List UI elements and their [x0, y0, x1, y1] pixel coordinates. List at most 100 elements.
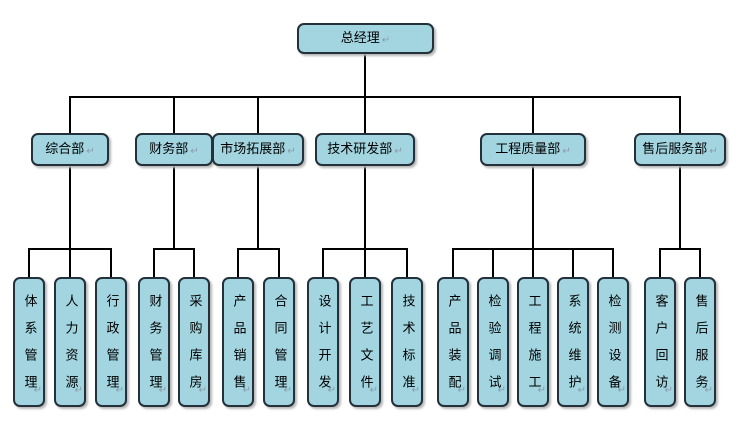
connector-line — [364, 166, 366, 250]
connector-line — [257, 166, 259, 250]
paragraph-mark-icon: ↵ — [86, 145, 95, 157]
connector-line — [322, 248, 324, 277]
connector-line — [153, 248, 195, 250]
connector-line — [532, 166, 534, 250]
node-label: 财务管理 — [146, 294, 162, 402]
connector-line — [28, 248, 30, 277]
paragraph-mark-icon: ↵ — [381, 34, 391, 46]
paragraph-mark-icon: ↵ — [664, 385, 673, 396]
node-label: 财务部 — [149, 142, 189, 157]
connector-line — [699, 248, 701, 277]
node-label: 售后服务部 — [642, 142, 708, 157]
node-finance-dept[interactable]: 财务部↵ — [135, 133, 213, 166]
node-label: 合同管理 — [271, 294, 287, 402]
paragraph-mark-icon: ↵ — [198, 385, 207, 396]
node-label: 总经理 — [340, 31, 380, 46]
paragraph-mark-icon: ↵ — [617, 385, 626, 396]
paragraph-mark-icon: ↵ — [704, 385, 713, 396]
paragraph-mark-icon: ↵ — [287, 145, 296, 157]
connector-line — [173, 96, 175, 134]
connector-line — [679, 166, 681, 250]
node-label: 设计开发 — [315, 294, 331, 402]
node-label: 工程质量部 — [495, 142, 561, 157]
node-after-sales-service-unit[interactable]: 售后服务↵ — [684, 277, 716, 407]
node-label: 工程施工 — [525, 294, 541, 402]
connector-line — [659, 248, 661, 277]
paragraph-mark-icon: ↵ — [158, 385, 167, 396]
node-general-manager[interactable]: 总经理↵ — [297, 23, 434, 54]
connector-line — [364, 53, 366, 98]
node-general-affairs-dept[interactable]: 综合部↵ — [31, 133, 109, 166]
connector-line — [153, 248, 155, 277]
connector-line — [173, 166, 175, 250]
node-market-development-dept[interactable]: 市场拓展部↵ — [212, 133, 304, 166]
paragraph-mark-icon: ↵ — [283, 385, 292, 396]
node-label: 人力资源 — [62, 294, 78, 402]
paragraph-mark-icon: ↵ — [562, 145, 571, 157]
node-product-sales[interactable]: 产品销售↵ — [222, 277, 254, 407]
node-design-development[interactable]: 设计开发↵ — [307, 277, 339, 407]
paragraph-mark-icon: ↵ — [369, 385, 378, 396]
connector-line — [659, 248, 701, 250]
node-system-management[interactable]: 体系管理↵ — [13, 277, 45, 407]
paragraph-mark-icon: ↵ — [33, 385, 42, 396]
paragraph-mark-icon: ↵ — [709, 145, 718, 157]
connector-line — [257, 96, 259, 134]
paragraph-mark-icon: ↵ — [242, 385, 251, 396]
node-label: 综合部 — [45, 142, 85, 157]
node-label: 采购库房 — [186, 294, 202, 402]
node-label: 客户回访 — [652, 294, 668, 402]
paragraph-mark-icon: ↵ — [497, 385, 506, 396]
node-label: 产品装配 — [445, 294, 461, 402]
node-label: 售后服务 — [692, 294, 708, 402]
paragraph-mark-icon: ↵ — [457, 385, 466, 396]
paragraph-mark-icon: ↵ — [394, 145, 403, 157]
node-engineering-construction[interactable]: 工程施工↵ — [517, 277, 549, 407]
paragraph-mark-icon: ↵ — [537, 385, 546, 396]
node-label: 工艺文件 — [357, 294, 373, 402]
node-customer-follow-up[interactable]: 客户回访↵ — [644, 277, 676, 407]
connector-line — [532, 96, 534, 134]
node-engineering-quality-dept[interactable]: 工程质量部↵ — [480, 133, 586, 166]
node-tech-rd-dept[interactable]: 技术研发部↵ — [315, 133, 415, 166]
connector-line — [278, 248, 280, 277]
connector-line — [193, 248, 195, 277]
connector-line — [237, 248, 280, 250]
node-system-maintenance[interactable]: 系统维护↵ — [557, 277, 589, 407]
node-label: 检验调试 — [485, 294, 501, 402]
node-label: 技术标准 — [399, 294, 415, 402]
paragraph-mark-icon: ↵ — [74, 385, 83, 396]
node-label: 检测设备 — [605, 294, 621, 402]
connector-line — [612, 248, 614, 277]
node-contract-management[interactable]: 合同管理↵ — [263, 277, 295, 407]
connector-line — [364, 96, 366, 134]
paragraph-mark-icon: ↵ — [411, 385, 420, 396]
node-procurement-warehouse[interactable]: 采购库房↵ — [178, 277, 210, 407]
node-label: 行政管理 — [103, 294, 119, 402]
connector-line — [364, 248, 366, 277]
paragraph-mark-icon: ↵ — [577, 385, 586, 396]
connector-line — [492, 248, 494, 277]
node-label: 产品销售 — [230, 294, 246, 402]
connector-line — [452, 248, 454, 277]
paragraph-mark-icon: ↵ — [327, 385, 336, 396]
node-label: 技术研发部 — [327, 142, 393, 157]
connector-line — [69, 166, 71, 250]
node-label: 系统维护 — [565, 294, 581, 402]
paragraph-mark-icon: ↵ — [115, 385, 124, 396]
connector-line — [69, 96, 681, 98]
node-technical-standards[interactable]: 技术标准↵ — [391, 277, 423, 407]
node-human-resources[interactable]: 人力资源↵ — [54, 277, 86, 407]
connector-line — [69, 248, 71, 277]
node-inspection-commissioning[interactable]: 检验调试↵ — [477, 277, 509, 407]
node-after-sales-service-dept[interactable]: 售后服务部↵ — [634, 133, 726, 166]
node-administration-management[interactable]: 行政管理↵ — [95, 277, 127, 407]
paragraph-mark-icon: ↵ — [190, 145, 199, 157]
node-product-assembly[interactable]: 产品装配↵ — [437, 277, 469, 407]
node-testing-equipment[interactable]: 检测设备↵ — [597, 277, 629, 407]
node-financial-management[interactable]: 财务管理↵ — [138, 277, 170, 407]
connector-line — [572, 248, 574, 277]
connector-line — [110, 248, 112, 277]
node-process-documents[interactable]: 工艺文件↵ — [349, 277, 381, 407]
